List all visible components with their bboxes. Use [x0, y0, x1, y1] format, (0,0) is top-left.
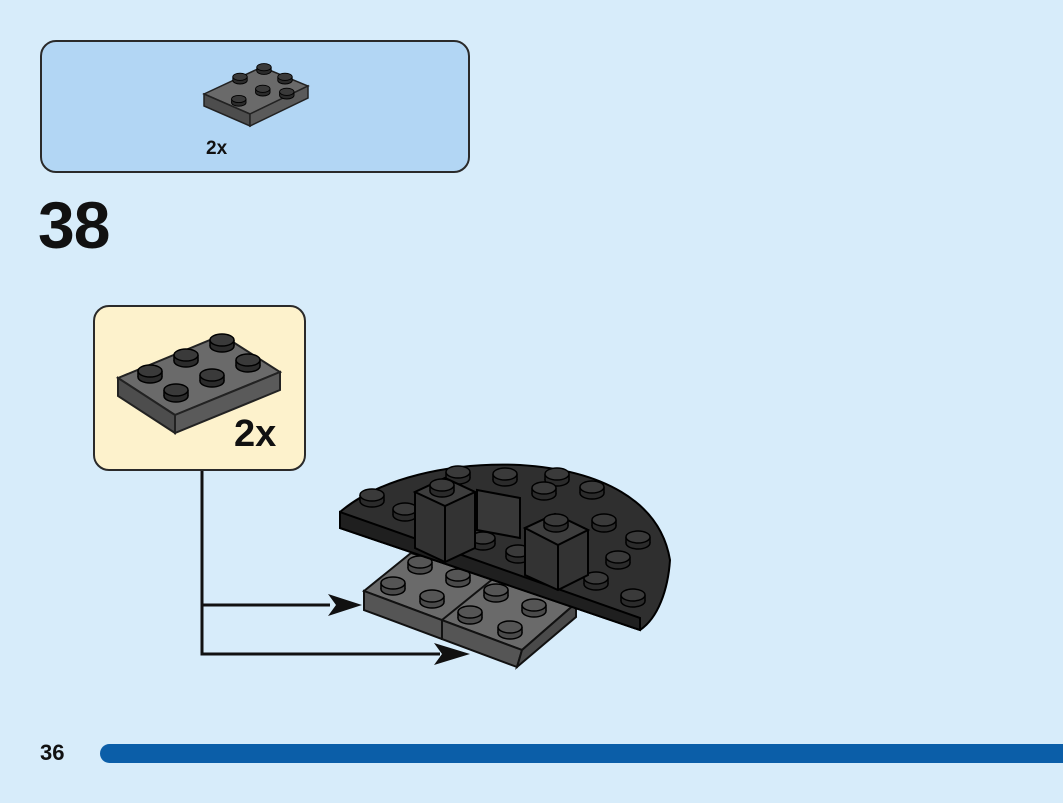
page-number: 36 — [40, 740, 65, 765]
arrow-head-lower — [434, 643, 470, 665]
sub-assembly-plate-2x3 — [115, 333, 283, 435]
target-gray-plates — [362, 551, 579, 670]
step-number: 38 — [38, 188, 110, 262]
dark-dome-model — [339, 463, 672, 632]
sub-assembly-quantity: 2x — [234, 413, 277, 455]
placement-arrows — [200, 471, 440, 656]
parts-quantity: 2x — [206, 138, 228, 159]
page-progress-bar — [100, 744, 1063, 763]
arrow-head-upper — [328, 594, 362, 616]
parts-plate-2x3 — [202, 63, 310, 128]
